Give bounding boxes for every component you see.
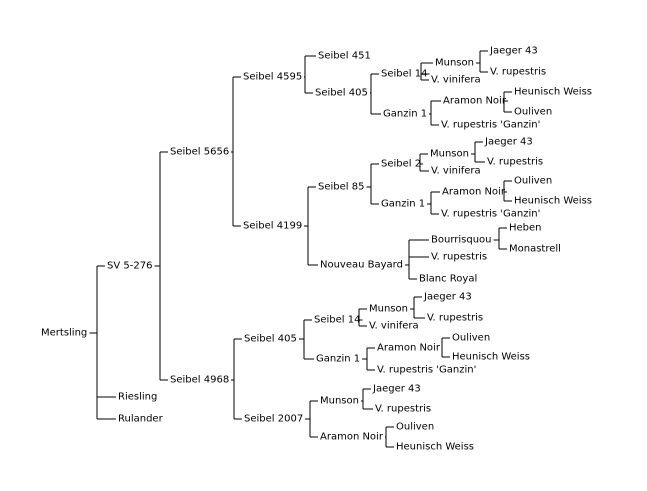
node-vrupestris-e: V. rupestris (375, 404, 431, 415)
node-vrupestris-b: V. rupestris (487, 157, 543, 168)
node-vvinifera-b: V. vinifera (431, 166, 481, 177)
node-heunisch-b: Heunisch Weiss (514, 196, 592, 207)
node-seibel4595: Seibel 4595 (243, 72, 302, 83)
node-bourrisquou: Bourrisquou (431, 235, 492, 246)
node-sv5276: SV 5-276 (107, 261, 152, 272)
node-vrupganzin-c: V. rupestris 'Ganzin' (377, 365, 476, 376)
node-vrupganzin-b: V. rupestris 'Ganzin' (441, 209, 540, 220)
node-ouliven-c: Ouliven (452, 333, 490, 344)
node-munson-c: Munson (369, 304, 408, 315)
node-seibel4968: Seibel 4968 (170, 375, 229, 386)
node-vvinifera-a: V. vinifera (431, 75, 481, 86)
node-vrupganzin-a: V. rupestris 'Ganzin' (441, 120, 540, 131)
node-seibel14-b: Seibel 14 (314, 315, 360, 326)
node-riesling: Riesling (118, 392, 157, 403)
node-seibel2: Seibel 2 (381, 159, 421, 170)
node-seibel451: Seibel 451 (318, 51, 371, 62)
node-ouliven-b: Ouliven (514, 176, 552, 187)
node-seibel405-b: Seibel 405 (244, 334, 297, 345)
node-ganzin1-b: Ganzin 1 (381, 199, 425, 210)
node-vrupestris-d: V. rupestris (427, 313, 483, 324)
node-heunisch-c: Heunisch Weiss (452, 352, 530, 363)
node-jaeger43-a: Jaeger 43 (489, 46, 538, 57)
node-heunisch-a: Heunisch Weiss (514, 87, 592, 98)
node-jaeger43-c: Jaeger 43 (423, 292, 472, 303)
node-nouveaubayard: Nouveau Bayard (320, 260, 403, 271)
node-aramon-a: Aramon Noir (443, 96, 507, 107)
node-munson-a: Munson (435, 58, 474, 69)
node-rulander: Rulander (118, 414, 164, 425)
node-blancroyal: Blanc Royal (419, 274, 477, 285)
node-heunisch-d: Heunisch Weiss (396, 442, 474, 453)
node-aramon-b: Aramon Noir (442, 187, 506, 198)
node-seibel14-a: Seibel 14 (381, 69, 427, 80)
node-ouliven-d: Ouliven (396, 422, 434, 433)
node-aramon-d: Aramon Noir (320, 432, 384, 443)
node-heben: Heben (509, 223, 542, 234)
node-munson-b: Munson (430, 149, 469, 160)
node-ouliven-a: Ouliven (514, 107, 552, 118)
node-seibel5656: Seibel 5656 (170, 147, 229, 158)
node-vvinifera-c: V. vinifera (369, 321, 419, 332)
node-ganzin1-c: Ganzin 1 (316, 354, 360, 365)
node-seibel2007: Seibel 2007 (244, 414, 303, 425)
node-seibel85: Seibel 85 (318, 182, 364, 193)
node-jaeger43-d: Jaeger 43 (372, 384, 421, 395)
node-vrupestris-c: V. rupestris (431, 252, 487, 263)
node-jaeger43-b: Jaeger 43 (484, 137, 533, 148)
node-seibel4199: Seibel 4199 (243, 221, 302, 232)
node-vrupestris-a: V. rupestris (490, 67, 546, 78)
node-ganzin1-a: Ganzin 1 (383, 109, 427, 120)
node-munson-d: Munson (320, 396, 359, 407)
node-root: Mertsling (41, 328, 87, 339)
node-aramon-c: Aramon Noir (377, 343, 441, 354)
node-monastrell: Monastrell (509, 244, 561, 255)
node-seibel405-a: Seibel 405 (315, 88, 368, 99)
